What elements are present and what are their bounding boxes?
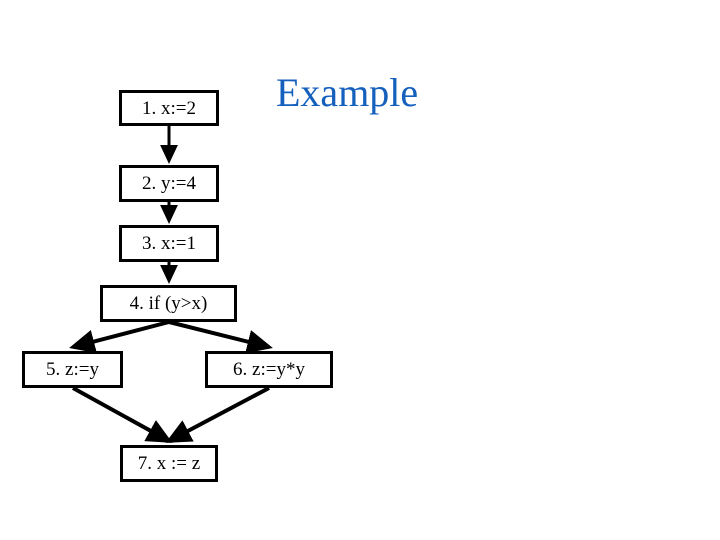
edge-4-to-6 xyxy=(168,320,273,354)
edge-5-to-7 xyxy=(72,386,173,443)
page-title: Example xyxy=(276,70,419,115)
node-1-label: 1. x:=2 xyxy=(142,97,196,119)
flowchart-node-2[interactable]: 2. y:=4 xyxy=(119,165,219,202)
edge-4-to-5 xyxy=(69,320,170,354)
flowchart-node-4[interactable]: 4. if (y>x) xyxy=(100,285,237,322)
node-6-label: 6. z:=y*y xyxy=(233,359,305,380)
edge-6-to-7 xyxy=(165,386,270,443)
node-5-label: 5. z:=y xyxy=(46,359,99,380)
flowchart-node-1[interactable]: 1. x:=2 xyxy=(119,90,219,126)
node-2-label: 2. y:=4 xyxy=(142,173,196,194)
node-3-label: 3. x:=1 xyxy=(142,233,196,254)
flowchart-node-5[interactable]: 5. z:=y xyxy=(22,351,123,388)
node-7-label: 7. x := z xyxy=(137,453,201,474)
flowchart-node-3[interactable]: 3. x:=1 xyxy=(119,225,219,262)
node-4-label: 4. if (y>x) xyxy=(129,293,208,314)
flowchart-node-7[interactable]: 7. x := z xyxy=(120,445,218,482)
flowchart-node-6[interactable]: 6. z:=y*y xyxy=(205,351,333,388)
